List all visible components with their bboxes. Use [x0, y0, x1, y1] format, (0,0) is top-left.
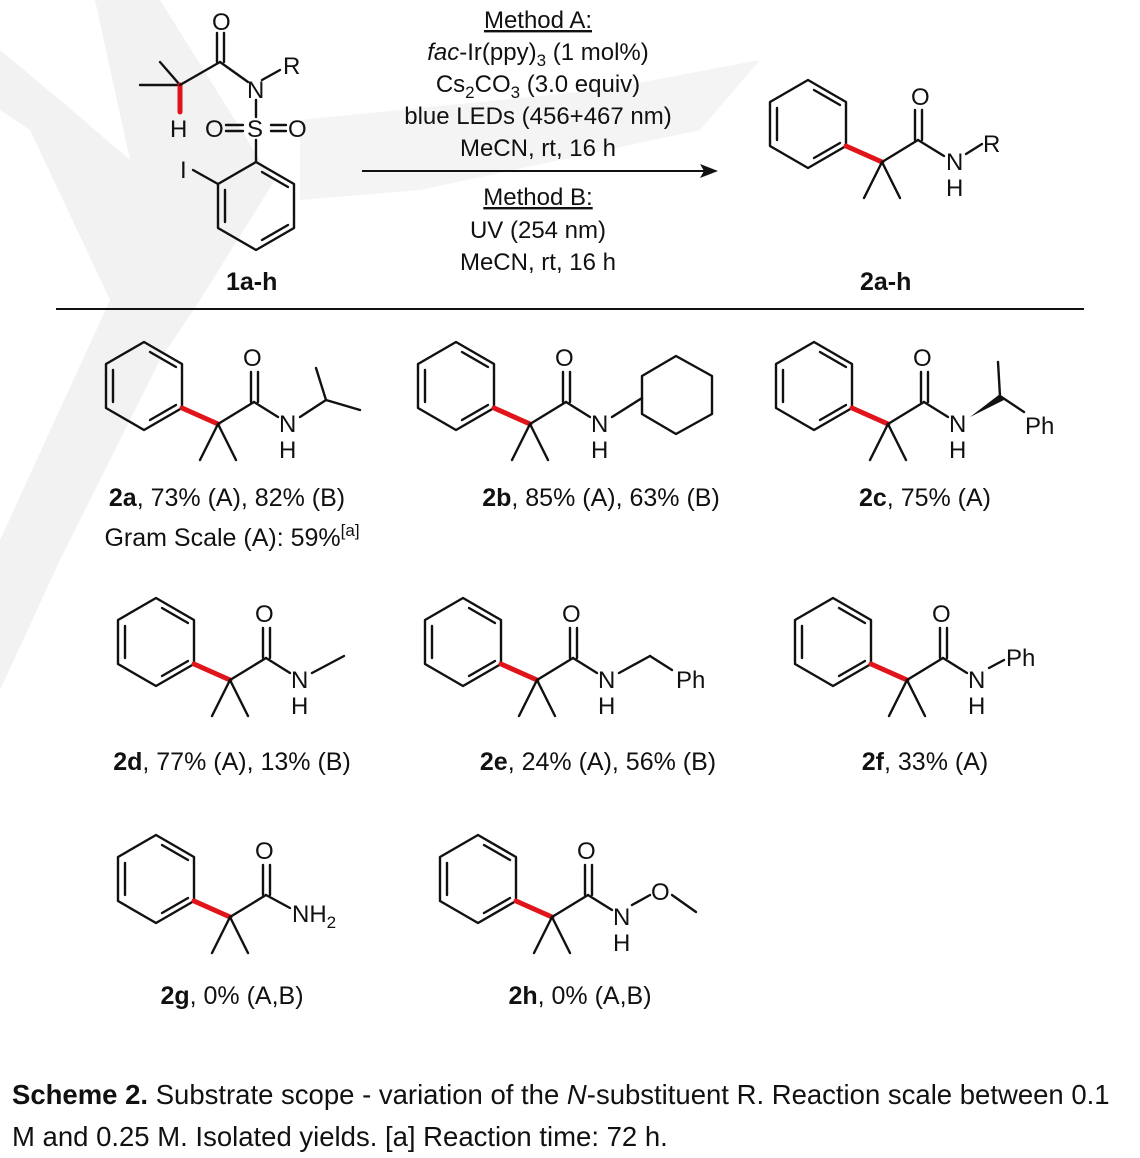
product-2e-yield: 2e, 24% (A), 56% (B)	[480, 748, 716, 776]
product-2f-yield: 2f, 33% (A)	[862, 748, 988, 776]
product-2b-yield: 2b, 85% (A), 63% (B)	[482, 484, 720, 512]
atom-o: O	[913, 345, 932, 372]
product-2f: O N H Ph	[795, 598, 1035, 720]
atom-h: H	[279, 437, 296, 464]
atom-n: N	[598, 667, 615, 694]
product-2a-note: Gram Scale (A): 59%[a]	[104, 521, 359, 552]
caption-italic: N	[566, 1079, 587, 1110]
caption-text-2: -substituent R. Reaction scale between 0…	[12, 1079, 1110, 1152]
atom-h: H	[291, 693, 308, 720]
product-2g-yield: 2g, 0% (A,B)	[160, 982, 303, 1010]
general-product-structure	[768, 78, 984, 200]
atom-o: O	[255, 838, 274, 865]
product-2d: O N H	[118, 598, 346, 720]
method-a-light: blue LEDs (456+467 nm)	[404, 103, 672, 130]
method-b-solvent: MeCN, rt, 16 h	[460, 249, 616, 276]
method-a-solvent: MeCN, rt, 16 h	[460, 135, 616, 162]
atom-o: O	[205, 116, 224, 143]
atom-ph: Ph	[1006, 645, 1035, 672]
product-2c-yield: 2c, 75% (A)	[859, 484, 991, 512]
reactant-structure: O N R H O S O I 1a-h	[138, 9, 307, 296]
atom-h: H	[613, 930, 630, 957]
reaction-conditions: Method A: fac-Ir(ppy)3 (1 mol%) Cs2CO3 (…	[362, 7, 718, 276]
product-2h: O N H O	[440, 835, 698, 957]
atom-h: H	[591, 437, 608, 464]
atom-h: H	[170, 116, 187, 143]
product-2c: O N H Ph	[776, 342, 1054, 464]
atom-n: N	[291, 667, 308, 694]
caption-text-1: Substrate scope - variation of the	[148, 1079, 567, 1110]
product-2d-yield: 2d, 77% (A), 13% (B)	[113, 748, 351, 776]
atom-r: R	[983, 131, 1000, 158]
atom-o: O	[562, 601, 581, 628]
atom-h: H	[946, 175, 963, 202]
caption-label: Scheme 2.	[12, 1079, 149, 1110]
product-2a: O N H	[106, 342, 362, 464]
atom-i: I	[180, 157, 187, 184]
product-label: 2a-h	[860, 268, 911, 296]
atom-n: N	[591, 411, 608, 438]
atom-h: H	[949, 437, 966, 464]
reactant-label: 1a-h	[226, 268, 277, 296]
atom-n: N	[946, 149, 963, 176]
method-b-light: UV (254 nm)	[470, 217, 606, 244]
atom-o: O	[243, 345, 262, 372]
atom-s: S	[247, 116, 263, 143]
atom-ph: Ph	[1025, 413, 1054, 440]
atom-o: O	[932, 601, 951, 628]
atom-n: N	[279, 411, 296, 438]
product-2h-yield: 2h, 0% (A,B)	[508, 982, 651, 1010]
atom-o: O	[555, 345, 574, 372]
atom-ph: Ph	[676, 667, 705, 694]
atom-o: O	[288, 116, 307, 143]
atom-n: N	[968, 667, 985, 694]
atom-h: H	[598, 693, 615, 720]
product-2g: O NH2	[118, 835, 336, 953]
atom-r: R	[283, 53, 300, 80]
atom-n: N	[949, 411, 966, 438]
product-2e: O N H Ph	[425, 598, 705, 720]
atom-o: O	[911, 84, 930, 111]
atom-o: O	[577, 838, 596, 865]
method-a-catalyst: fac-Ir(ppy)3 (1 mol%)	[427, 39, 649, 70]
atom-o: O	[212, 9, 231, 36]
atom-nh2: NH2	[292, 901, 336, 932]
atom-o: O	[255, 601, 274, 628]
product-2b: O N H	[418, 342, 714, 464]
atom-n: N	[613, 904, 630, 931]
atom-o: O	[651, 879, 670, 906]
atom-h: H	[968, 693, 985, 720]
atom-n: N	[247, 77, 264, 104]
method-b-heading: Method B:	[483, 184, 592, 211]
scheme-caption: Scheme 2. Substrate scope - variation of…	[12, 1074, 1137, 1158]
arrow-head	[700, 164, 718, 178]
method-a-base: Cs2CO3 (3.0 equiv)	[436, 71, 640, 102]
method-a-heading: Method A:	[484, 7, 592, 34]
product-2a-yield: 2a, 73% (A), 82% (B)	[109, 484, 345, 512]
